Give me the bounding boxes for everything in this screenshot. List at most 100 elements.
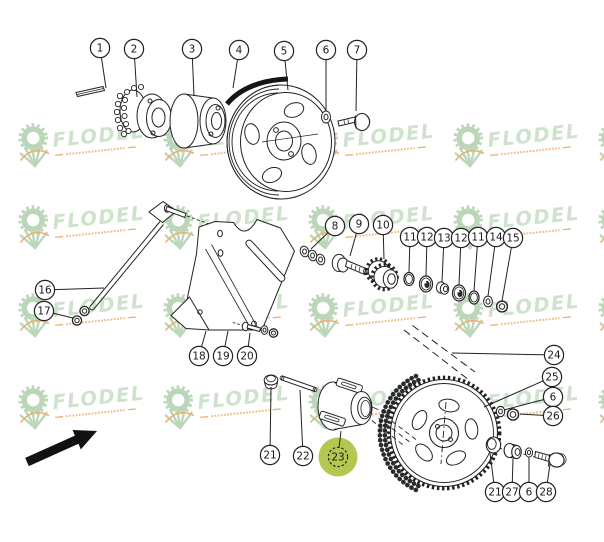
callout-2[interactable]: 2 [123, 38, 145, 98]
callout-16[interactable]: 16 [34, 279, 105, 301]
callout-circle [372, 214, 394, 236]
callout-18[interactable]: 18 [188, 330, 210, 367]
callout-circle [212, 345, 234, 367]
part-washer-6c [524, 447, 534, 458]
callout-leader [201, 330, 207, 347]
callout-27[interactable]: 27 [501, 458, 523, 503]
callout-leader [546, 463, 551, 483]
callout-5[interactable]: 5 [273, 40, 295, 91]
callout-number: 14 [489, 232, 503, 244]
callout-number: 6 [323, 45, 330, 57]
callout-leader [451, 352, 545, 356]
callout-leader [487, 246, 496, 297]
callout-8[interactable]: 8 [310, 215, 346, 250]
callout-25[interactable]: 25 [483, 366, 563, 408]
callout-15[interactable]: 15 [501, 227, 524, 302]
callout-leader [355, 59, 358, 112]
callout-circle [348, 213, 370, 235]
callout-number: 2 [131, 44, 138, 56]
callout-number: 16 [38, 285, 52, 297]
callout-4[interactable]: 4 [228, 39, 250, 89]
callout-circle [34, 279, 56, 301]
callout-28[interactable]: 28 [535, 463, 557, 503]
callout-3[interactable]: 3 [181, 38, 203, 97]
callout-number: 6 [526, 487, 533, 499]
callout-26[interactable]: 26 [519, 405, 564, 427]
callout-leader [224, 330, 229, 347]
callout-leader [458, 247, 462, 286]
callout-22[interactable]: 22 [292, 389, 314, 467]
callout-7[interactable]: 7 [346, 39, 368, 112]
callout-leader [408, 246, 411, 273]
watermark: FLODEL [18, 381, 146, 430]
callout-21[interactable]: 21 [259, 386, 281, 466]
part-nuts-17 [71, 305, 90, 326]
callout-6[interactable]: 6 [315, 39, 337, 111]
part-bolt-9 [331, 253, 368, 276]
callout-10[interactable]: 10 [372, 214, 394, 260]
callout-number: 7 [354, 45, 361, 57]
callout-circle [541, 366, 563, 388]
part-bolt-20 [232, 321, 279, 338]
callout-number: 8 [332, 221, 339, 233]
callout-leader [100, 57, 107, 89]
callout-circle [542, 405, 564, 427]
callout-number: 22 [296, 451, 309, 463]
callout-number: 27 [505, 487, 518, 499]
callout-6[interactable]: 6 [518, 457, 540, 503]
callout-circle [543, 344, 565, 366]
part-washers-8 [299, 245, 326, 266]
part-cap-21b [485, 436, 502, 454]
callout-circle [324, 215, 346, 237]
callout-circle [33, 300, 55, 322]
callout-number: 19 [216, 351, 229, 363]
callout-11[interactable]: 11 [467, 226, 489, 292]
part-cap-21 [263, 374, 279, 390]
callout-9[interactable]: 9 [348, 213, 370, 257]
callout-leader [53, 312, 74, 319]
bearing-stack [403, 271, 509, 313]
callout-number: 25 [545, 372, 558, 384]
callout-23[interactable]: 23 [318, 430, 358, 477]
callout-12[interactable]: 12 [416, 226, 438, 277]
callout-11[interactable]: 11 [399, 226, 421, 273]
callout-number: 17 [37, 306, 50, 318]
callout-19[interactable]: 19 [212, 330, 234, 367]
callout-leader [299, 389, 304, 447]
callout-number: 5 [281, 46, 288, 58]
callout-circle [228, 39, 250, 61]
callout-13[interactable]: 13 [433, 227, 455, 283]
callout-leader [503, 398, 544, 411]
callout-number: 21 [263, 450, 276, 462]
callout-leader [191, 58, 195, 97]
callout-circle [346, 39, 368, 61]
callout-leader [519, 413, 544, 416]
part-sprocket-10 [364, 257, 399, 292]
part-bushing-27 [503, 442, 522, 460]
callout-circle [181, 38, 203, 60]
callout-number: 1 [97, 43, 104, 55]
callout-20[interactable]: 20 [236, 332, 258, 367]
callout-6[interactable]: 6 [503, 386, 564, 411]
watermark: FLODEL [598, 205, 604, 250]
callout-number: 20 [240, 351, 253, 363]
callout-24[interactable]: 24 [451, 344, 565, 366]
callout-17[interactable]: 17 [33, 300, 74, 322]
callout-leader [501, 247, 512, 302]
callout-number: 6 [550, 392, 557, 404]
bracket-assembly [170, 218, 296, 331]
callout-leader [473, 246, 478, 292]
watermark: FLODEL [163, 381, 291, 430]
callout-number: 11 [403, 232, 416, 244]
callout-leader [269, 386, 272, 446]
callout-21[interactable]: 21 [484, 452, 506, 503]
callout-number: 3 [189, 44, 196, 56]
watermark: FLODEL [453, 119, 581, 168]
callout-1[interactable]: 1 [89, 37, 111, 89]
callout-12[interactable]: 12 [450, 227, 472, 286]
callout-14[interactable]: 14 [485, 226, 507, 297]
callout-circle [535, 481, 557, 503]
callout-leader [247, 332, 251, 347]
